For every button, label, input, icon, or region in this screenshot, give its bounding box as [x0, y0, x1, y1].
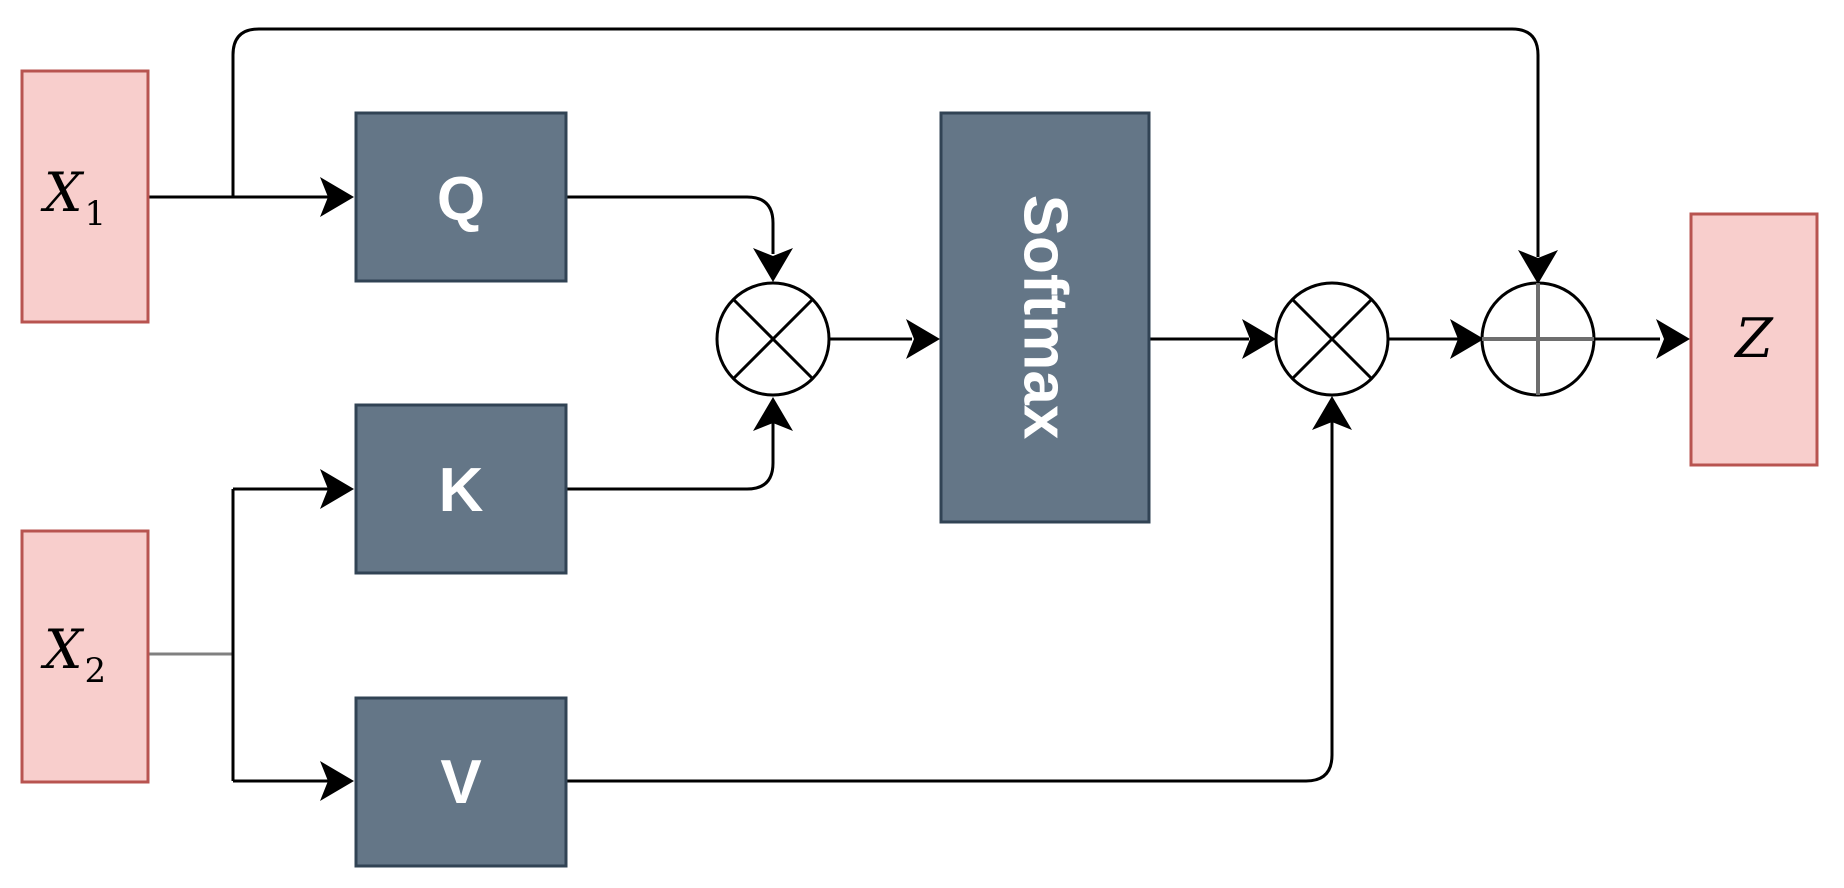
output-z-node: Z: [1689, 212, 1819, 467]
arrowhead-x1-to-query: [320, 177, 354, 217]
input-x2-node: X2: [20, 529, 150, 784]
query-block: Q: [354, 111, 568, 283]
key-to-product-connector: [566, 420, 775, 491]
softmax-block: Softmax: [939, 111, 1151, 524]
arrowhead-value-to-product: [1312, 396, 1352, 430]
key-label: K: [439, 456, 484, 525]
x2-subscript: 2: [84, 651, 106, 691]
arrowhead-key-to-product: [753, 397, 793, 431]
value-to-product-connector: [566, 417, 1334, 783]
x2-symbol: X: [40, 618, 85, 681]
key-block: K: [354, 403, 568, 575]
arrowhead-skip-to-sum: [1518, 250, 1558, 284]
multiply-circle-icon: [715, 281, 831, 397]
value-label: V: [440, 748, 481, 817]
softmax-label: Softmax: [1011, 195, 1080, 440]
residual-skip-connector: [231, 27, 1540, 257]
output-symbol: Z: [1733, 307, 1774, 370]
arrowhead-x2-to-key: [320, 469, 354, 509]
svg-text:X1: X1: [40, 161, 106, 234]
query-label: Q: [437, 165, 485, 234]
x1-symbol: X: [40, 161, 85, 224]
input-x1-node: X1: [20, 69, 150, 324]
arrowhead-product-to-sum: [1450, 319, 1484, 359]
arrowhead-sum-to-output: [1656, 319, 1690, 359]
arrowhead-softmax-to-product: [1242, 319, 1276, 359]
arrowhead-x2-to-value: [320, 761, 354, 801]
query-to-product-connector: [566, 195, 775, 254]
arrowhead-product-to-softmax: [906, 319, 940, 359]
svg-text:X2: X2: [40, 618, 106, 691]
multiply-circle-icon: [1274, 281, 1390, 397]
x1-subscript: 1: [84, 194, 106, 234]
add-circle-icon: [1480, 281, 1596, 397]
value-block: V: [354, 696, 568, 868]
arrowhead-query-to-product: [753, 248, 793, 282]
